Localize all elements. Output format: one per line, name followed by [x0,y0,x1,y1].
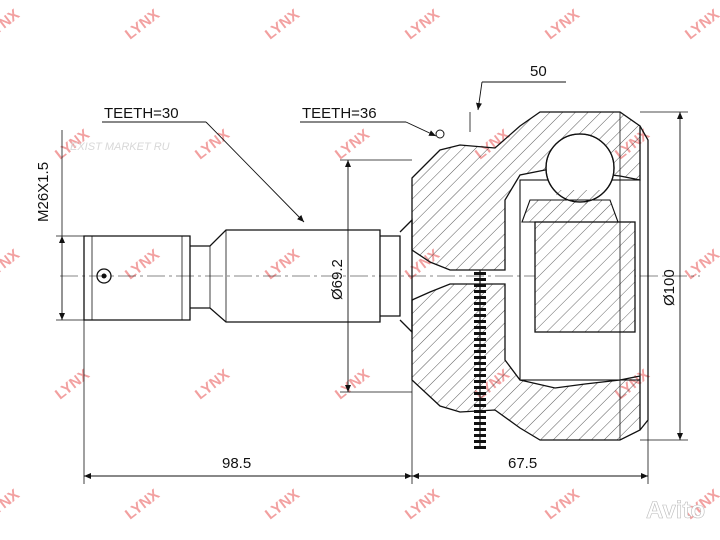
teeth-36-label: TEETH=36 [302,105,377,122]
lynx-watermark: LYNX [262,6,303,43]
lynx-watermark: LYNX [0,246,23,283]
length-67-label: 67.5 [508,455,537,472]
lynx-watermark: LYNX [542,6,583,43]
diameter-100-label: Ø100 [661,269,678,306]
lynx-watermark: LYNX [0,6,23,43]
lynx-watermark: LYNX [402,486,443,523]
bell-housing [411,111,649,449]
lynx-watermark: LYNX [192,366,233,403]
lynx-watermark: LYNX [122,6,163,43]
diameter-69-label: Ø69.2 [329,259,346,300]
lynx-watermark: LYNX [332,126,373,163]
lynx-watermark: LYNX [192,126,233,163]
lynx-watermark: LYNX [332,366,373,403]
lynx-watermark: LYNX [0,486,23,523]
avito-logo-text: Avito [646,497,705,524]
avito-logo: Avito [615,494,705,524]
lynx-watermark: LYNX [682,6,720,43]
lynx-watermark: LYNX [542,486,583,523]
lynx-watermark: LYNX [682,246,720,283]
lynx-watermark: LYNX [122,246,163,283]
length-98-label: 98.5 [222,455,251,472]
teeth-30-label: TEETH=30 [104,105,179,122]
lynx-watermark: LYNX [262,246,303,283]
lynx-watermark: LYNX [262,486,303,523]
thread-size-label: M26X1.5 [35,162,52,222]
lynx-watermark: LYNX [402,6,443,43]
faint-url-text: EXIST MARKET RU [70,141,170,153]
lynx-watermark: LYNX [122,486,163,523]
dim-50-label: 50 [530,63,547,80]
lynx-watermark: LYNX [52,366,93,403]
